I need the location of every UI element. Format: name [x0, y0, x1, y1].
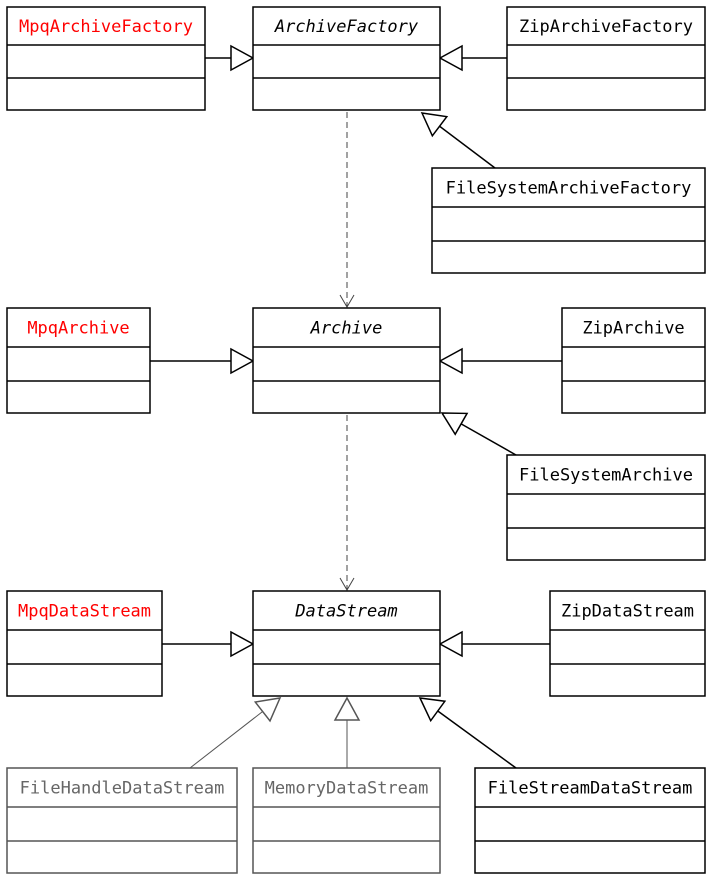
class-name: MpqArchive — [27, 319, 129, 339]
class-box — [6, 307, 151, 414]
open-arrowhead — [339, 294, 355, 308]
class-box — [474, 767, 706, 874]
dependency-archive-factory-to-archive — [339, 112, 355, 308]
class-name: Archive — [310, 319, 383, 339]
class-name: FileSystemArchive — [519, 466, 693, 486]
class-file-system-archive: FileSystemArchive — [506, 454, 706, 561]
class-mpq-archive: MpqArchive — [6, 307, 151, 414]
class-box — [252, 590, 441, 697]
inheritance-file-handle-data-stream-to-data-stream — [189, 697, 282, 769]
class-zip-archive-factory: ZipArchiveFactory — [506, 6, 706, 111]
inheritance-line — [439, 125, 496, 169]
class-name: FileStreamDataStream — [488, 779, 693, 799]
hollow-triangle-arrowhead — [333, 696, 361, 721]
class-name: MemoryDataStream — [265, 779, 429, 799]
class-box — [506, 454, 706, 561]
class-mpq-data-stream: MpqDataStream — [6, 590, 163, 697]
class-name: ArchiveFactory — [274, 17, 419, 37]
class-box — [6, 767, 238, 874]
class-name: ZipArchive — [582, 319, 684, 339]
class-name: ZipDataStream — [561, 602, 694, 622]
open-arrowhead — [339, 577, 355, 591]
hollow-triangle-arrowhead — [438, 44, 463, 72]
class-name: DataStream — [294, 602, 397, 622]
hollow-triangle-arrowhead — [230, 630, 255, 658]
class-box — [431, 167, 706, 274]
relation-lines — [150, 44, 562, 769]
class-mpq-archive-factory: MpqArchiveFactory — [6, 6, 206, 111]
inheritance-file-system-archive-to-archive — [440, 412, 517, 456]
inheritance-file-stream-data-stream-to-data-stream — [418, 697, 517, 769]
dependency-archive-to-data-stream — [339, 415, 355, 591]
class-box — [252, 6, 441, 111]
class-box — [252, 307, 441, 414]
inheritance-mpq-data-stream-to-data-stream — [162, 630, 255, 658]
hollow-triangle-arrowhead — [253, 697, 282, 723]
inheritance-line — [437, 710, 517, 769]
inheritance-memory-data-stream-to-data-stream — [333, 696, 361, 768]
hollow-triangle-arrowhead — [438, 630, 463, 658]
inheritance-line — [460, 423, 517, 456]
class-name: ZipArchiveFactory — [519, 17, 693, 37]
class-box — [252, 767, 441, 874]
class-box — [6, 6, 206, 111]
class-archive-factory: ArchiveFactory — [252, 6, 441, 111]
inheritance-zip-data-stream-to-data-stream — [438, 630, 550, 658]
class-box — [506, 6, 706, 111]
class-name: FileHandleDataStream — [20, 779, 225, 799]
inheritance-file-system-archive-factory-to-archive-factory — [420, 112, 496, 169]
inheritance-mpq-archive-factory-to-archive-factory — [205, 44, 255, 72]
class-box — [561, 307, 706, 414]
class-memory-data-stream: MemoryDataStream — [252, 767, 441, 874]
inheritance-mpq-archive-to-archive — [150, 347, 255, 375]
class-name: FileSystemArchiveFactory — [446, 179, 692, 199]
hollow-triangle-arrowhead — [418, 697, 447, 723]
class-archive: Archive — [252, 307, 441, 414]
class-box — [6, 590, 163, 697]
class-file-system-archive-factory: FileSystemArchiveFactory — [431, 167, 706, 274]
hollow-triangle-arrowhead — [440, 412, 469, 436]
hollow-triangle-arrowhead — [230, 44, 255, 72]
class-data-stream: DataStream — [252, 590, 441, 697]
class-zip-archive: ZipArchive — [561, 307, 706, 414]
inheritance-zip-archive-factory-to-archive-factory — [438, 44, 507, 72]
class-box — [549, 590, 706, 697]
hollow-triangle-arrowhead — [230, 347, 255, 375]
class-file-stream-data-stream: FileStreamDataStream — [474, 767, 706, 874]
inheritance-line — [189, 711, 263, 769]
class-file-handle-data-stream: FileHandleDataStream — [6, 767, 238, 874]
class-zip-data-stream: ZipDataStream — [549, 590, 706, 697]
hollow-triangle-arrowhead — [438, 347, 463, 375]
inheritance-zip-archive-to-archive — [438, 347, 562, 375]
hollow-triangle-arrowhead — [420, 112, 449, 138]
class-name: MpqArchiveFactory — [19, 17, 193, 37]
class-name: MpqDataStream — [18, 602, 151, 622]
